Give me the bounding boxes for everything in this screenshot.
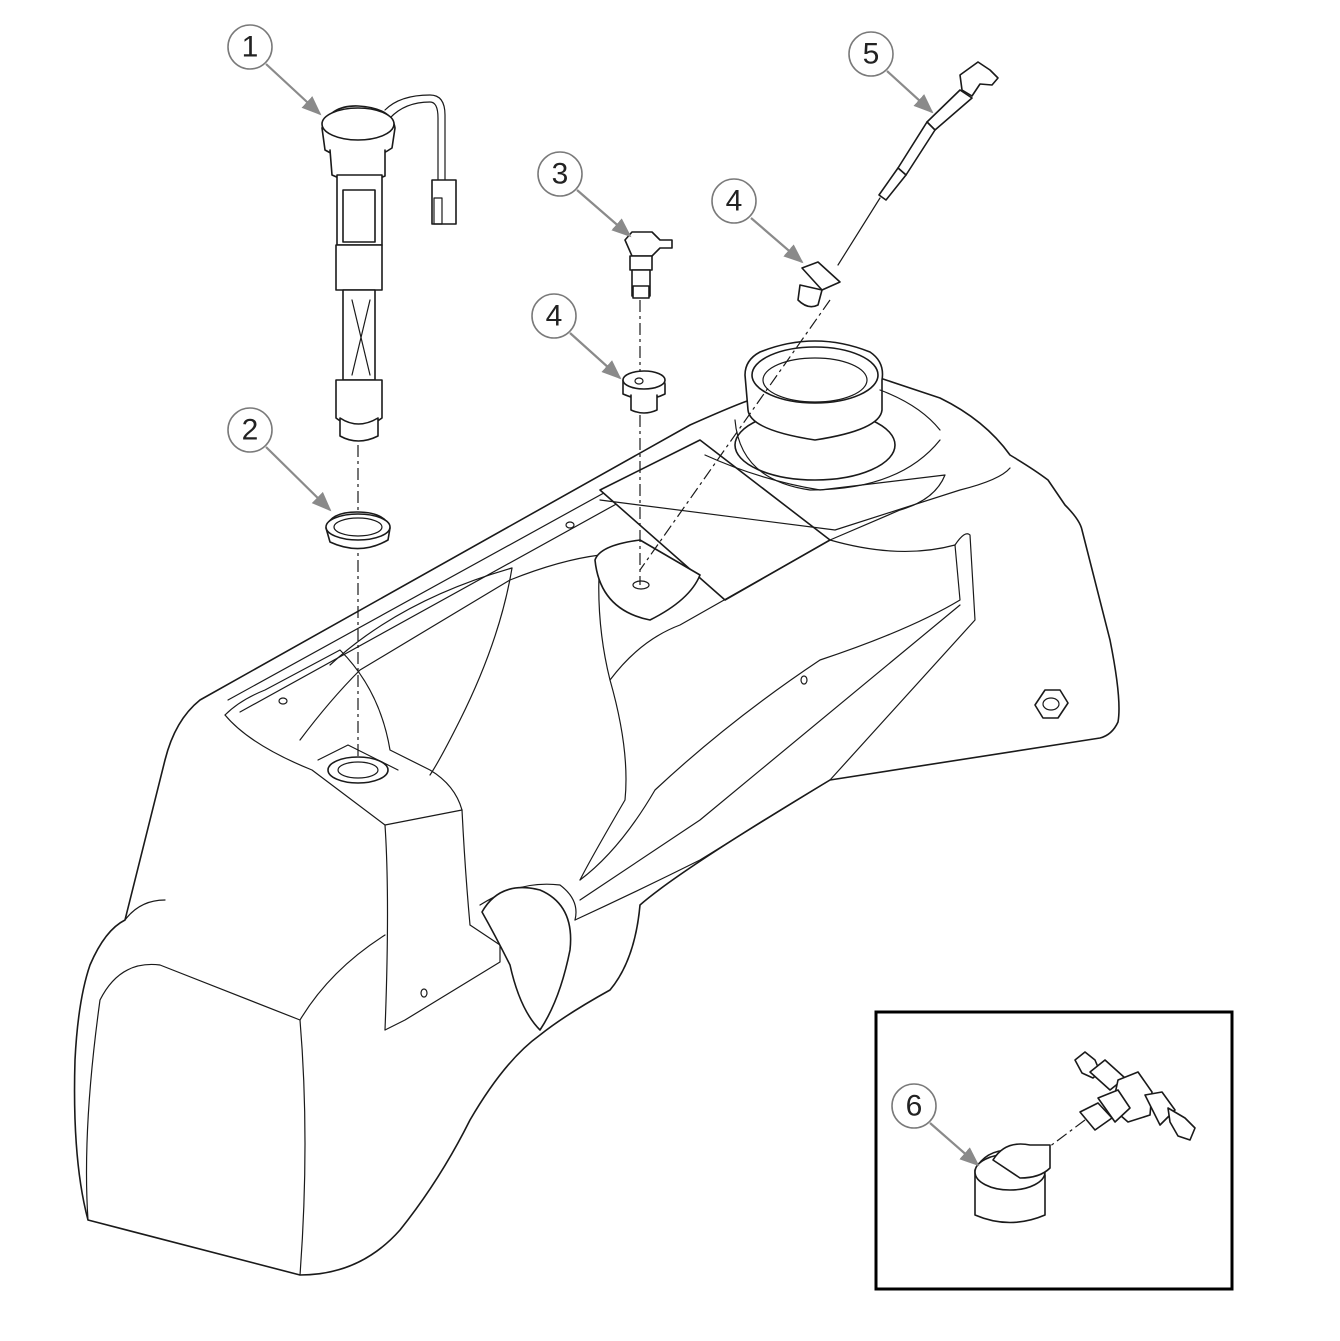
- svg-text:6: 6: [906, 1090, 923, 1123]
- callout-4-center: 4: [531, 293, 622, 380]
- fuel-level-sender: [321, 94, 457, 442]
- callout-2: 2: [227, 407, 332, 512]
- hose-assembly: [837, 61, 999, 266]
- fuel-tank: [73, 340, 1120, 1276]
- bushing-right: [797, 261, 841, 308]
- inset-centerline: [1044, 1119, 1086, 1151]
- elbow-fitting: [624, 231, 673, 299]
- bushing-center: [622, 370, 666, 414]
- callout-6: 6: [891, 1083, 980, 1167]
- svg-text:2: 2: [242, 414, 259, 447]
- tee-fitting: [1074, 1051, 1196, 1141]
- elbow-connector: [974, 1143, 1051, 1224]
- callout-3: 3: [537, 151, 632, 238]
- callout-4-right: 4: [711, 178, 804, 264]
- detail-inset: [874, 1010, 1234, 1291]
- hex-nut: [1034, 689, 1069, 719]
- callout-1: 1: [227, 24, 322, 116]
- svg-text:1: 1: [242, 31, 259, 64]
- grommet: [325, 511, 391, 550]
- svg-text:3: 3: [552, 158, 569, 191]
- svg-text:5: 5: [863, 38, 880, 71]
- callout-5: 5: [848, 31, 934, 114]
- hose-centerline: [639, 299, 831, 571]
- svg-text:4: 4: [546, 300, 563, 333]
- svg-text:4: 4: [726, 185, 743, 218]
